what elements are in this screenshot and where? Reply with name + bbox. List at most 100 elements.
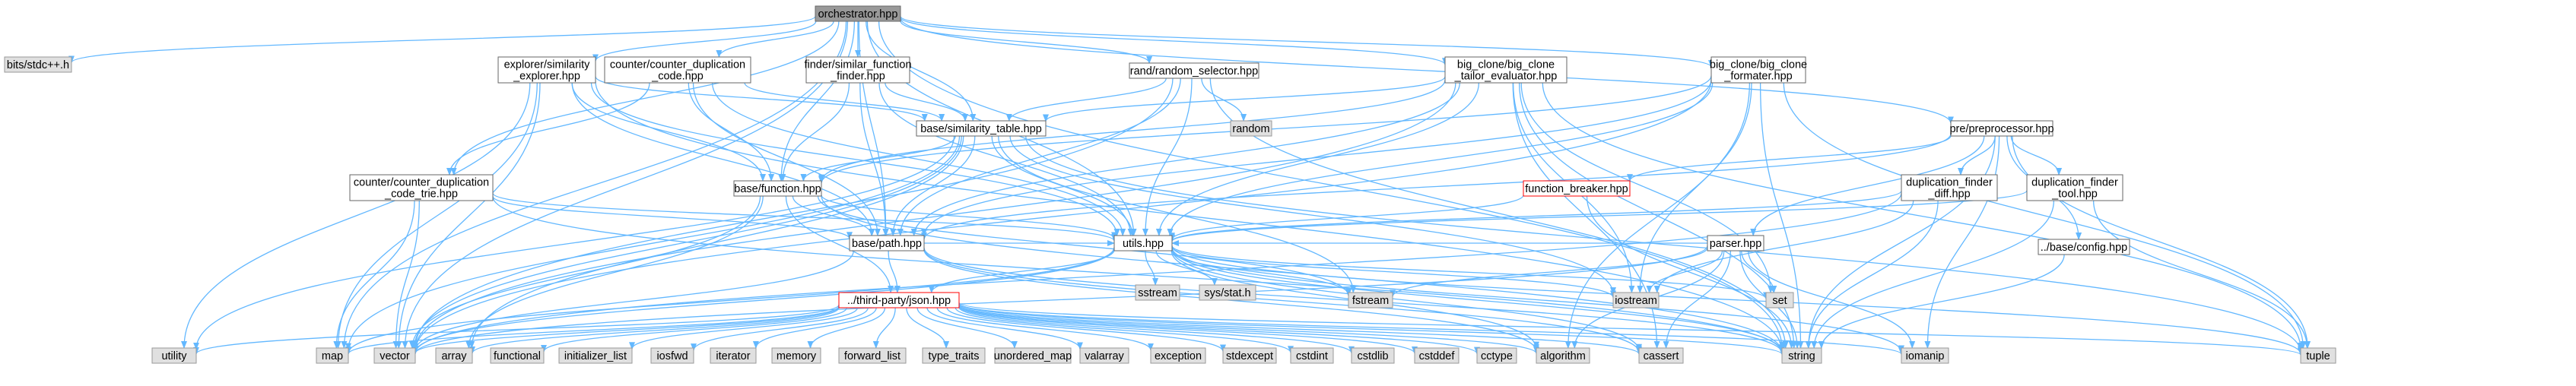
edge-sim_table-to-iostream — [1009, 135, 1616, 296]
node-base-config[interactable]: ../base/config.hpp — [2038, 239, 2130, 255]
edge-finder-to-base_function — [780, 82, 850, 182]
node-label: functional — [494, 350, 541, 362]
node-box — [1707, 235, 1764, 252]
node-base-path[interactable]: base/path.hpp — [849, 235, 925, 252]
edge-json-to-initializer_list — [629, 307, 858, 350]
edge-json-to-valarray — [926, 307, 1083, 350]
node-box — [1536, 347, 1590, 364]
node-box — [2038, 239, 2130, 255]
edge-utils-to-iostream — [1171, 246, 1616, 299]
edge-json-to-cstdint — [954, 307, 1294, 354]
node-formater[interactable]: big_clone/big_clone_formater.hpp — [1710, 56, 1807, 84]
edge-explorer-to-base_path — [571, 82, 875, 236]
edge-utils-to-iomanip — [1171, 247, 1904, 353]
node-label: unordered_map — [994, 350, 1072, 362]
edge-sim_table-to-base_function — [800, 135, 956, 182]
edge-parser-to-fstream — [1390, 247, 1708, 298]
node-rand-selector[interactable]: rand/random_selector.hpp — [1129, 62, 1259, 79]
node-base-function[interactable]: base/function.hpp — [733, 180, 822, 197]
edge-orchestrator-to-base_function — [778, 21, 856, 182]
node-box — [994, 347, 1072, 364]
edge-json-to-string — [958, 303, 1785, 356]
node-label: cctype — [1481, 350, 1513, 362]
edge-json-to-type_traits — [906, 307, 950, 349]
node-box — [771, 347, 821, 364]
edge-json-to-map — [345, 305, 840, 355]
edge-utils-to-vector — [412, 247, 1115, 353]
node-box — [733, 180, 822, 197]
edge-explorer-to-utility — [181, 82, 531, 349]
node-iomanip: iomanip — [1901, 347, 1949, 364]
edge-sim_table-to-utility — [193, 135, 955, 350]
node-json[interactable]: ../third-party/json.hpp — [838, 292, 960, 308]
edge-formater-to-string — [1759, 82, 1804, 349]
edge-utils-to-sys_stat — [1155, 250, 1218, 286]
node-orchestrator[interactable]: orchestrator.hpp — [815, 5, 901, 22]
node-box — [1765, 292, 1794, 308]
node-counter-trie[interactable]: counter/counter_duplication_code_trie.hp… — [349, 174, 494, 201]
edge-json-to-iosfwd — [691, 307, 869, 352]
node-cstdint: cstdint — [1290, 347, 1334, 364]
node-vector: vector — [373, 347, 416, 364]
node-type-traits: type_traits — [922, 347, 986, 364]
node-box — [316, 347, 349, 364]
node-fstream: fstream — [1348, 292, 1393, 308]
edge-preprocessor-to-function_breaker — [1627, 135, 1952, 182]
node-label: orchestrator.hpp — [818, 8, 898, 21]
node-functional: functional — [490, 347, 545, 364]
node-label: _formater.hpp — [1723, 71, 1792, 83]
edge-sim_table-to-array — [469, 135, 964, 349]
edge-counter_trie-to-string — [492, 196, 1785, 354]
node-finder[interactable]: finder/similar_function_finder.hpp — [804, 56, 912, 84]
node-random: random — [1230, 120, 1272, 137]
node-label: parser.hpp — [1710, 238, 1762, 250]
node-cassert: cassert — [1638, 347, 1684, 364]
node-tailor-eval[interactable]: big_clone/big_clone_tailor_evaluator.hpp — [1444, 56, 1568, 84]
edge-dup_finder_diff-to-string — [1805, 200, 1939, 349]
node-preprocessor[interactable]: pre/preprocessor.hpp — [1949, 120, 2054, 137]
node-map: map — [316, 347, 349, 364]
edge-tailor_eval-to-utils — [1155, 82, 1480, 236]
node-forward-list: forward_list — [838, 347, 907, 364]
edge-counter_dup_code-to-base_function — [688, 82, 775, 182]
node-label: utility — [161, 350, 187, 362]
edge-sim_table-to-map — [345, 135, 961, 351]
node-label: base/path.hpp — [852, 238, 922, 250]
edge-base_function-to-vector — [408, 195, 761, 349]
node-label: base/function.hpp — [734, 183, 821, 195]
node-dup-finder-tool[interactable]: duplication_finder_tool.hpp — [2026, 174, 2123, 201]
node-box — [838, 347, 907, 364]
node-dup-finder-diff[interactable]: duplication_finder_diff.hpp — [1901, 174, 1998, 201]
edge-parser-to-set — [1741, 250, 1777, 293]
node-function-breaker[interactable]: function_breaker.hpp — [1523, 180, 1631, 197]
node-label: string — [1788, 350, 1815, 362]
node-label: stdexcept — [1226, 350, 1273, 362]
node-label: _tool.hpp — [2051, 188, 2098, 201]
node-utility: utility — [151, 347, 197, 364]
node-label: duplication_finder — [1906, 177, 1993, 189]
node-memory: memory — [771, 347, 821, 364]
node-label: initializer_list — [564, 350, 627, 362]
node-label: sys/stat.h — [1204, 287, 1250, 299]
edge-json-to-functional — [541, 307, 847, 353]
node-box — [1444, 56, 1568, 84]
edge-preprocessor-to-dup_finder_diff — [1958, 135, 1996, 176]
edge-json-to-forward_list — [872, 307, 896, 349]
edge-parser-to-iomanip — [1748, 250, 1916, 349]
node-sim-table[interactable]: base/similarity_table.hpp — [916, 120, 1047, 137]
node-label: _explorer.hpp — [513, 71, 580, 83]
edge-json-to-utility — [193, 304, 840, 355]
node-tuple: tuple — [2300, 347, 2336, 364]
node-parser[interactable]: parser.hpp — [1707, 235, 1764, 252]
node-label: _code.hpp — [651, 71, 704, 83]
node-explorer[interactable]: explorer/similarity_explorer.hpp — [497, 56, 596, 84]
edge-counter_dup_code-to-counter_trie — [446, 82, 650, 176]
edge-base_function-to-utils — [821, 195, 1117, 240]
node-box — [1079, 347, 1129, 364]
node-utils[interactable]: utils.hpp — [1113, 235, 1173, 252]
node-counter-dup-code[interactable]: counter/counter_duplication_code.hpp — [604, 56, 751, 84]
edge-formater-to-vector — [412, 79, 1712, 353]
edge-parser-to-iostream — [1646, 250, 1723, 293]
node-label: sstream — [1138, 287, 1177, 299]
